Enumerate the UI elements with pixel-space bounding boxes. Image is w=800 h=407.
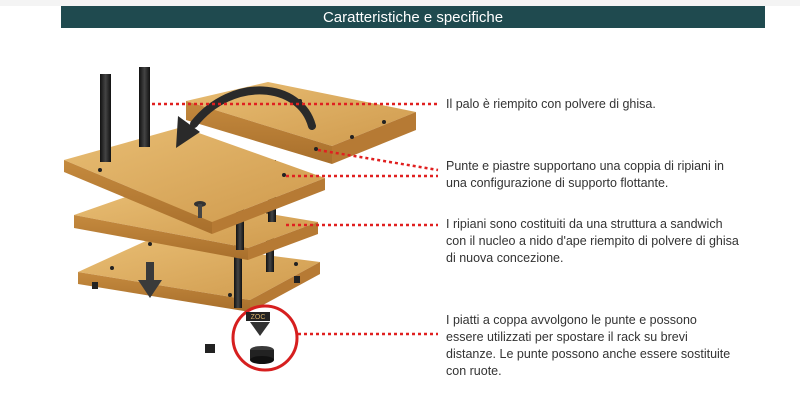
callout-shelves: I ripiani sono costituiti da una struttu… <box>446 217 739 265</box>
section-title: Caratteristiche e specifiche <box>322 8 504 26</box>
tall-pole <box>139 67 150 147</box>
tall-pole <box>100 74 111 162</box>
spike-screw <box>194 201 206 218</box>
spike-zoom-icon: ZOC <box>231 304 299 372</box>
foot <box>92 282 98 289</box>
callout-cups: I piatti a coppa avvolgono le punte e po… <box>446 313 731 378</box>
curved-arrow-head <box>176 116 200 148</box>
section-header: Caratteristiche e specifiche <box>61 6 765 28</box>
foot <box>294 276 300 283</box>
callout-spikes: Punte e piastre supportano una coppia di… <box>446 159 724 190</box>
back-shelf <box>186 82 416 164</box>
foot <box>205 344 215 353</box>
down-arrow-icon <box>138 262 162 298</box>
top-shelf <box>64 127 325 234</box>
brand-badge: ZOC <box>251 314 266 321</box>
top-strip <box>0 0 800 6</box>
leader-line <box>317 148 439 172</box>
pole <box>234 240 242 308</box>
callout-pole: Il palo è riempito con polvere di ghisa. <box>446 97 656 111</box>
curved-arrow-icon <box>190 86 316 130</box>
